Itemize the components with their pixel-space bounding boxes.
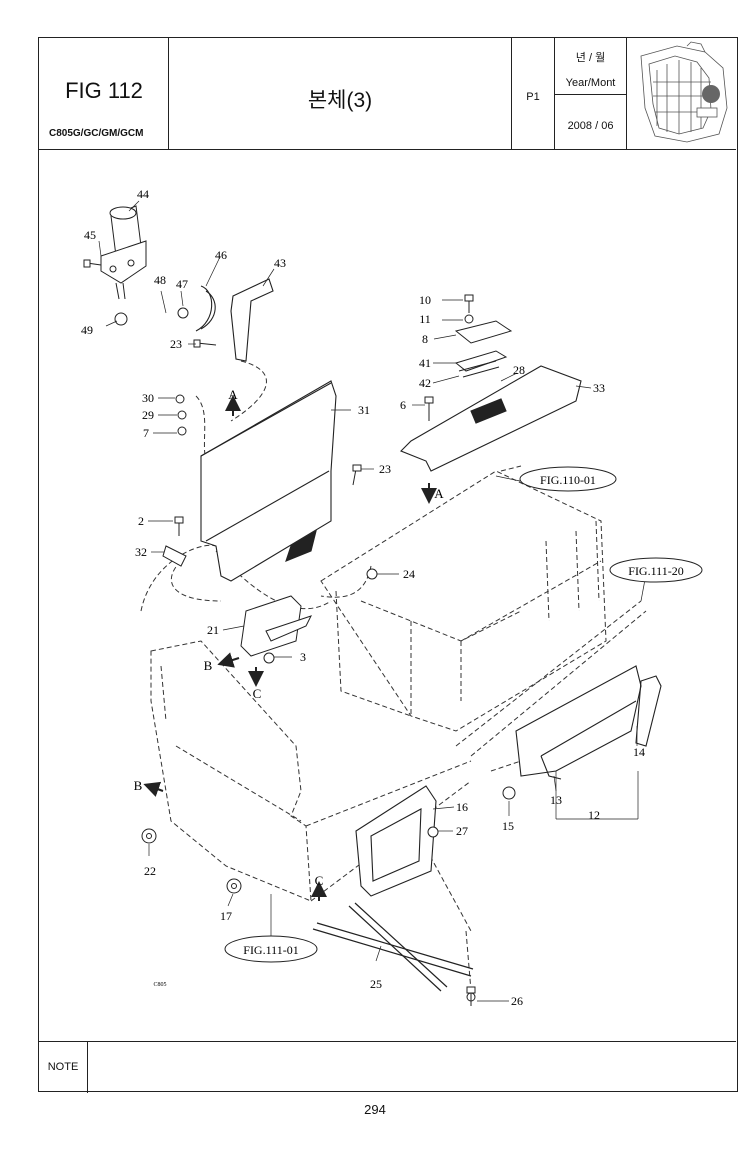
arrow-label-a-down: A [434, 486, 444, 501]
callout-26: 26 [511, 994, 523, 1008]
arrow-label-c-down: C [253, 686, 262, 701]
callout-10: 10 [419, 293, 431, 307]
callout-44: 44 [137, 187, 149, 201]
callout-13: 13 [550, 793, 562, 807]
callout-41: 41 [419, 356, 431, 370]
side-cover [515, 665, 662, 780]
callout-3: 3 [300, 650, 306, 664]
reference-ovals [224, 466, 703, 963]
callout-14: 14 [633, 745, 645, 759]
callout-15: 15 [502, 819, 514, 833]
title-cell: 본체(3) [169, 38, 512, 149]
cross-straps [312, 902, 474, 992]
figure-cell: FIG 112 C805G/GC/GM/GCM [39, 38, 169, 149]
callout-22: 22 [144, 864, 156, 878]
drawing-code: C805 [153, 982, 166, 988]
callout-11: 11 [419, 312, 431, 326]
ref-fig-111-20: FIG.111-20 [628, 564, 683, 578]
callout-7: 7 [143, 426, 149, 440]
callout-23a: 23 [170, 337, 182, 351]
washers [114, 307, 516, 1002]
callout-12: 12 [588, 808, 600, 822]
callout-29: 29 [142, 408, 154, 422]
callout-24: 24 [403, 567, 415, 581]
year-month-korean: 년 / 월 [575, 52, 606, 64]
year-month-english: Year/Mont [565, 77, 616, 89]
page-code-cell: P1 [512, 38, 555, 149]
ref-fig-111-01: FIG.111-01 [243, 943, 298, 957]
ref-fig-110-01: FIG.110-01 [540, 473, 596, 487]
exploded-diagram: FIG.110-01 FIG.111-20 FIG.111-01 A A B B… [81, 187, 703, 1008]
issue-date: 2008 / 06 [567, 120, 614, 132]
callout-49: 49 [81, 323, 93, 337]
callout-42: 42 [419, 376, 431, 390]
callout-32: 32 [135, 545, 147, 559]
callout-16: 16 [456, 800, 468, 814]
callout-25: 25 [370, 977, 382, 991]
callout-31: 31 [358, 403, 370, 417]
machine-thumbnail-cell [627, 38, 736, 149]
note-row: NOTE [39, 1041, 736, 1093]
date-label-box: 년 / 월 Year/Mont [555, 38, 626, 95]
callout-30: 30 [142, 391, 154, 405]
cover-plate [200, 380, 337, 582]
page-code: P1 [526, 91, 540, 103]
machine-thumbnail-icon [640, 41, 728, 143]
callout-8: 8 [422, 332, 428, 346]
drawing-sheet: FIG 112 C805G/GC/GM/GCM 본체(3) P1 년 / 월 Y… [38, 37, 738, 1093]
callout-45: 45 [84, 228, 96, 242]
arrow-label-b-right: B [134, 778, 143, 793]
page-title: 본체(3) [307, 89, 373, 112]
date-cell: 년 / 월 Year/Mont 2008 / 06 [555, 38, 627, 149]
leader-lines [98, 200, 647, 1002]
right-cover [400, 365, 582, 472]
callout-43: 43 [274, 256, 286, 270]
arrow-label-b-left: B [204, 658, 213, 673]
callout-23b: 23 [379, 462, 391, 476]
callout-28: 28 [513, 363, 525, 377]
arrow-label-c-up: C [315, 873, 324, 888]
callout-21: 21 [207, 623, 219, 637]
callout-33: 33 [593, 381, 605, 395]
figure-number: FIG 112 [65, 78, 143, 103]
arrow-label-a-up: A [228, 387, 238, 402]
motor-assembly [100, 205, 147, 300]
model-list: C805G/GC/GM/GCM [49, 128, 144, 139]
lid-plates [454, 320, 513, 378]
callout-46: 46 [215, 248, 227, 262]
link-brackets [195, 278, 274, 362]
callout-6: 6 [400, 398, 406, 412]
direction-arrows [143, 395, 437, 901]
callout-47: 47 [176, 277, 188, 291]
callout-group: 44 45 46 47 48 49 43 23 10 11 8 41 42 28… [81, 187, 645, 1008]
bracket [240, 595, 312, 657]
bolts [83, 259, 476, 1006]
lower-bracket [355, 785, 437, 897]
callout-48: 48 [154, 273, 166, 287]
callout-17: 17 [220, 909, 232, 923]
page-number: 294 [364, 1102, 386, 1117]
note-label: NOTE [39, 1042, 88, 1093]
title-block: FIG 112 C805G/GC/GM/GCM 본체(3) P1 년 / 월 Y… [39, 38, 736, 150]
callout-2: 2 [138, 514, 144, 528]
callout-27: 27 [456, 824, 468, 838]
